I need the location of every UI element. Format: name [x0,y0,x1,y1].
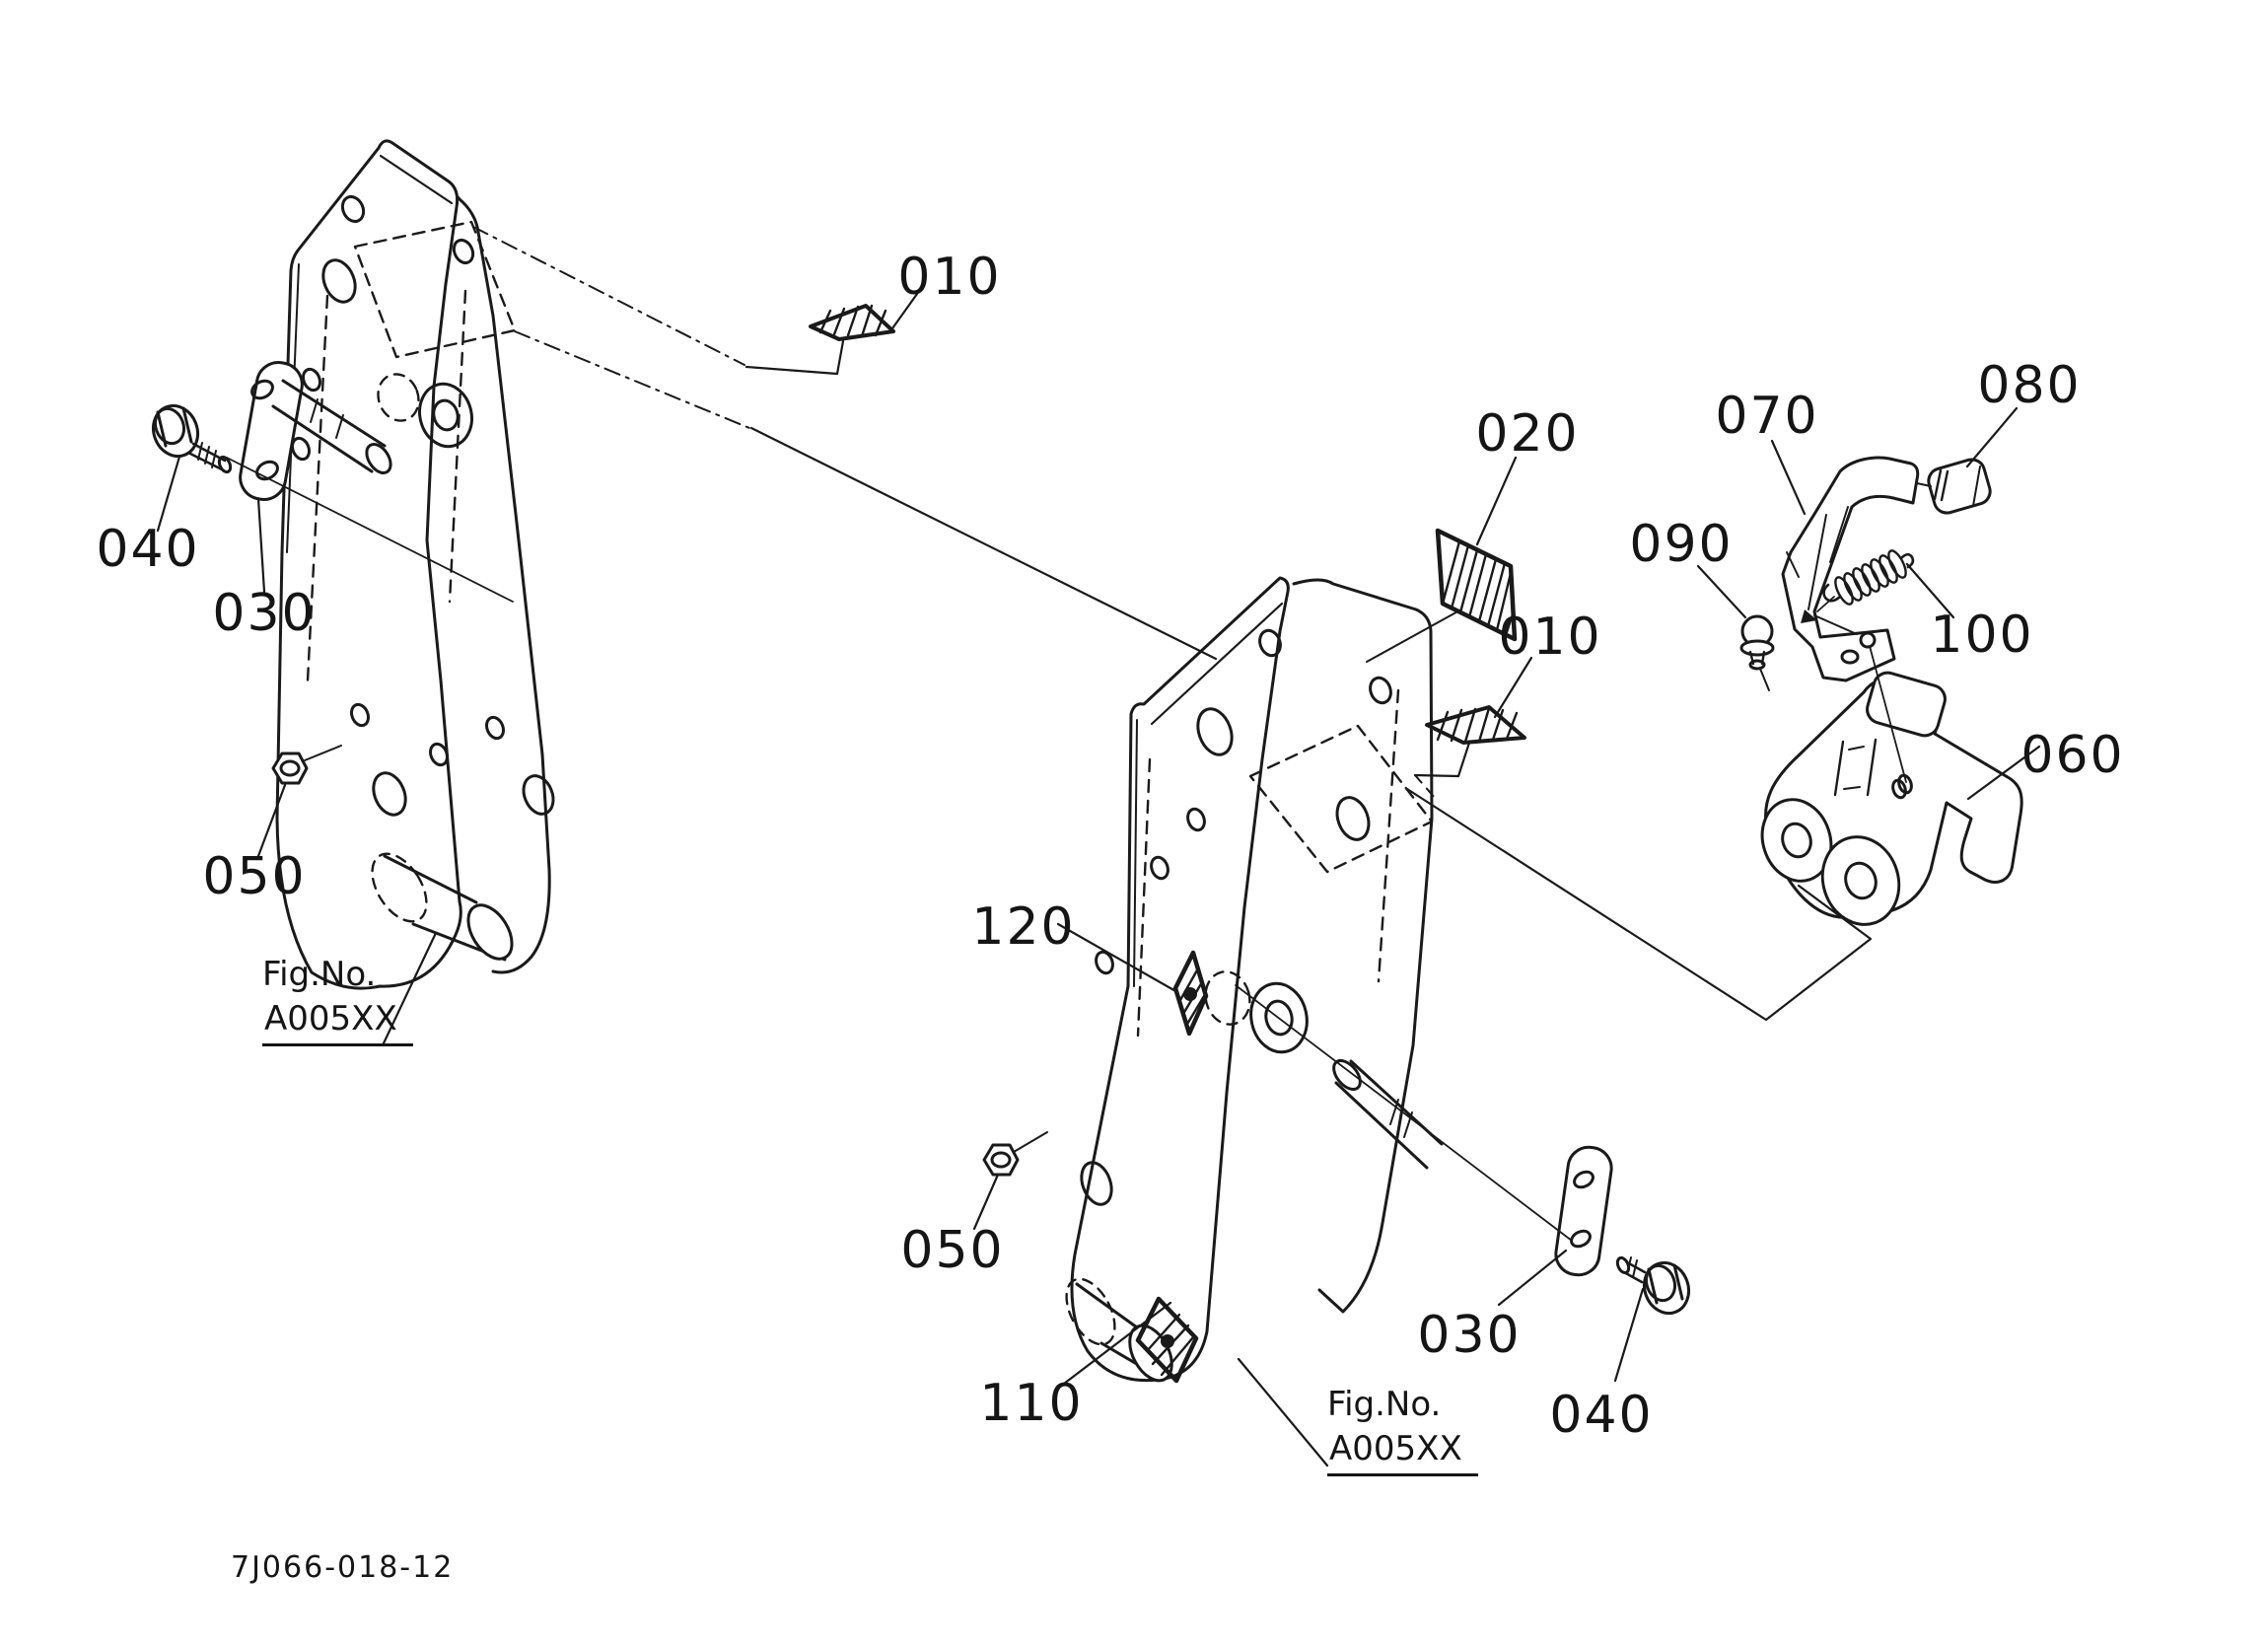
nut-050-left [271,752,309,785]
shim-020 [1435,528,1518,642]
callout-040-right: 040 [1549,1386,1654,1445]
callout-020: 020 [1475,404,1580,464]
drawing-number: 7J066-018-12 [231,1550,455,1585]
callout-080: 080 [1977,356,2082,415]
nut-050-right [982,1143,1020,1177]
bracket-assembly-right [1065,576,1434,1384]
fig-ref-right: Fig.No. A005XX [1327,1383,1478,1476]
callout-110: 110 [979,1374,1084,1433]
callout-090: 090 [1629,515,1734,574]
callout-050-right: 050 [900,1221,1005,1280]
callout-100: 100 [1930,606,2034,665]
grip-080 [1927,458,1992,515]
callout-030-left: 030 [212,584,317,643]
ball-pin-090 [1739,614,1775,691]
callout-050-left: 050 [202,847,307,906]
lever-070 [1781,456,1920,682]
shim-010-left [809,304,895,341]
part-120-insert [1172,950,1209,1037]
bolt-040-left [151,403,233,474]
leader-lines [156,226,2041,1468]
fig-ref-right-title: Fig.No. [1327,1385,1442,1424]
fig-ref-right-code: A005XX [1327,1427,1478,1476]
callout-070: 070 [1715,387,1819,446]
shim-010-right [1425,705,1526,745]
fig-ref-left-code: A005XX [262,997,413,1046]
fig-ref-left: Fig.No. A005XX [262,953,413,1046]
bracket-assembly-left [275,139,555,990]
part-110-insert [1135,1296,1199,1384]
pin-030-left [239,361,392,501]
callout-120: 120 [971,897,1076,957]
spring-100 [1822,549,1915,606]
fig-ref-left-title: Fig.No. [262,955,377,994]
callout-010-left: 010 [897,248,1002,307]
callout-040-left: 040 [96,520,200,579]
callout-060: 060 [2020,726,2125,785]
latch-hook-060 [1760,671,2023,926]
callout-010-right: 010 [1498,608,1602,667]
pin-030-right [1332,1058,1613,1277]
callout-030-right: 030 [1417,1306,1522,1365]
bolt-040-right [1615,1255,1691,1316]
